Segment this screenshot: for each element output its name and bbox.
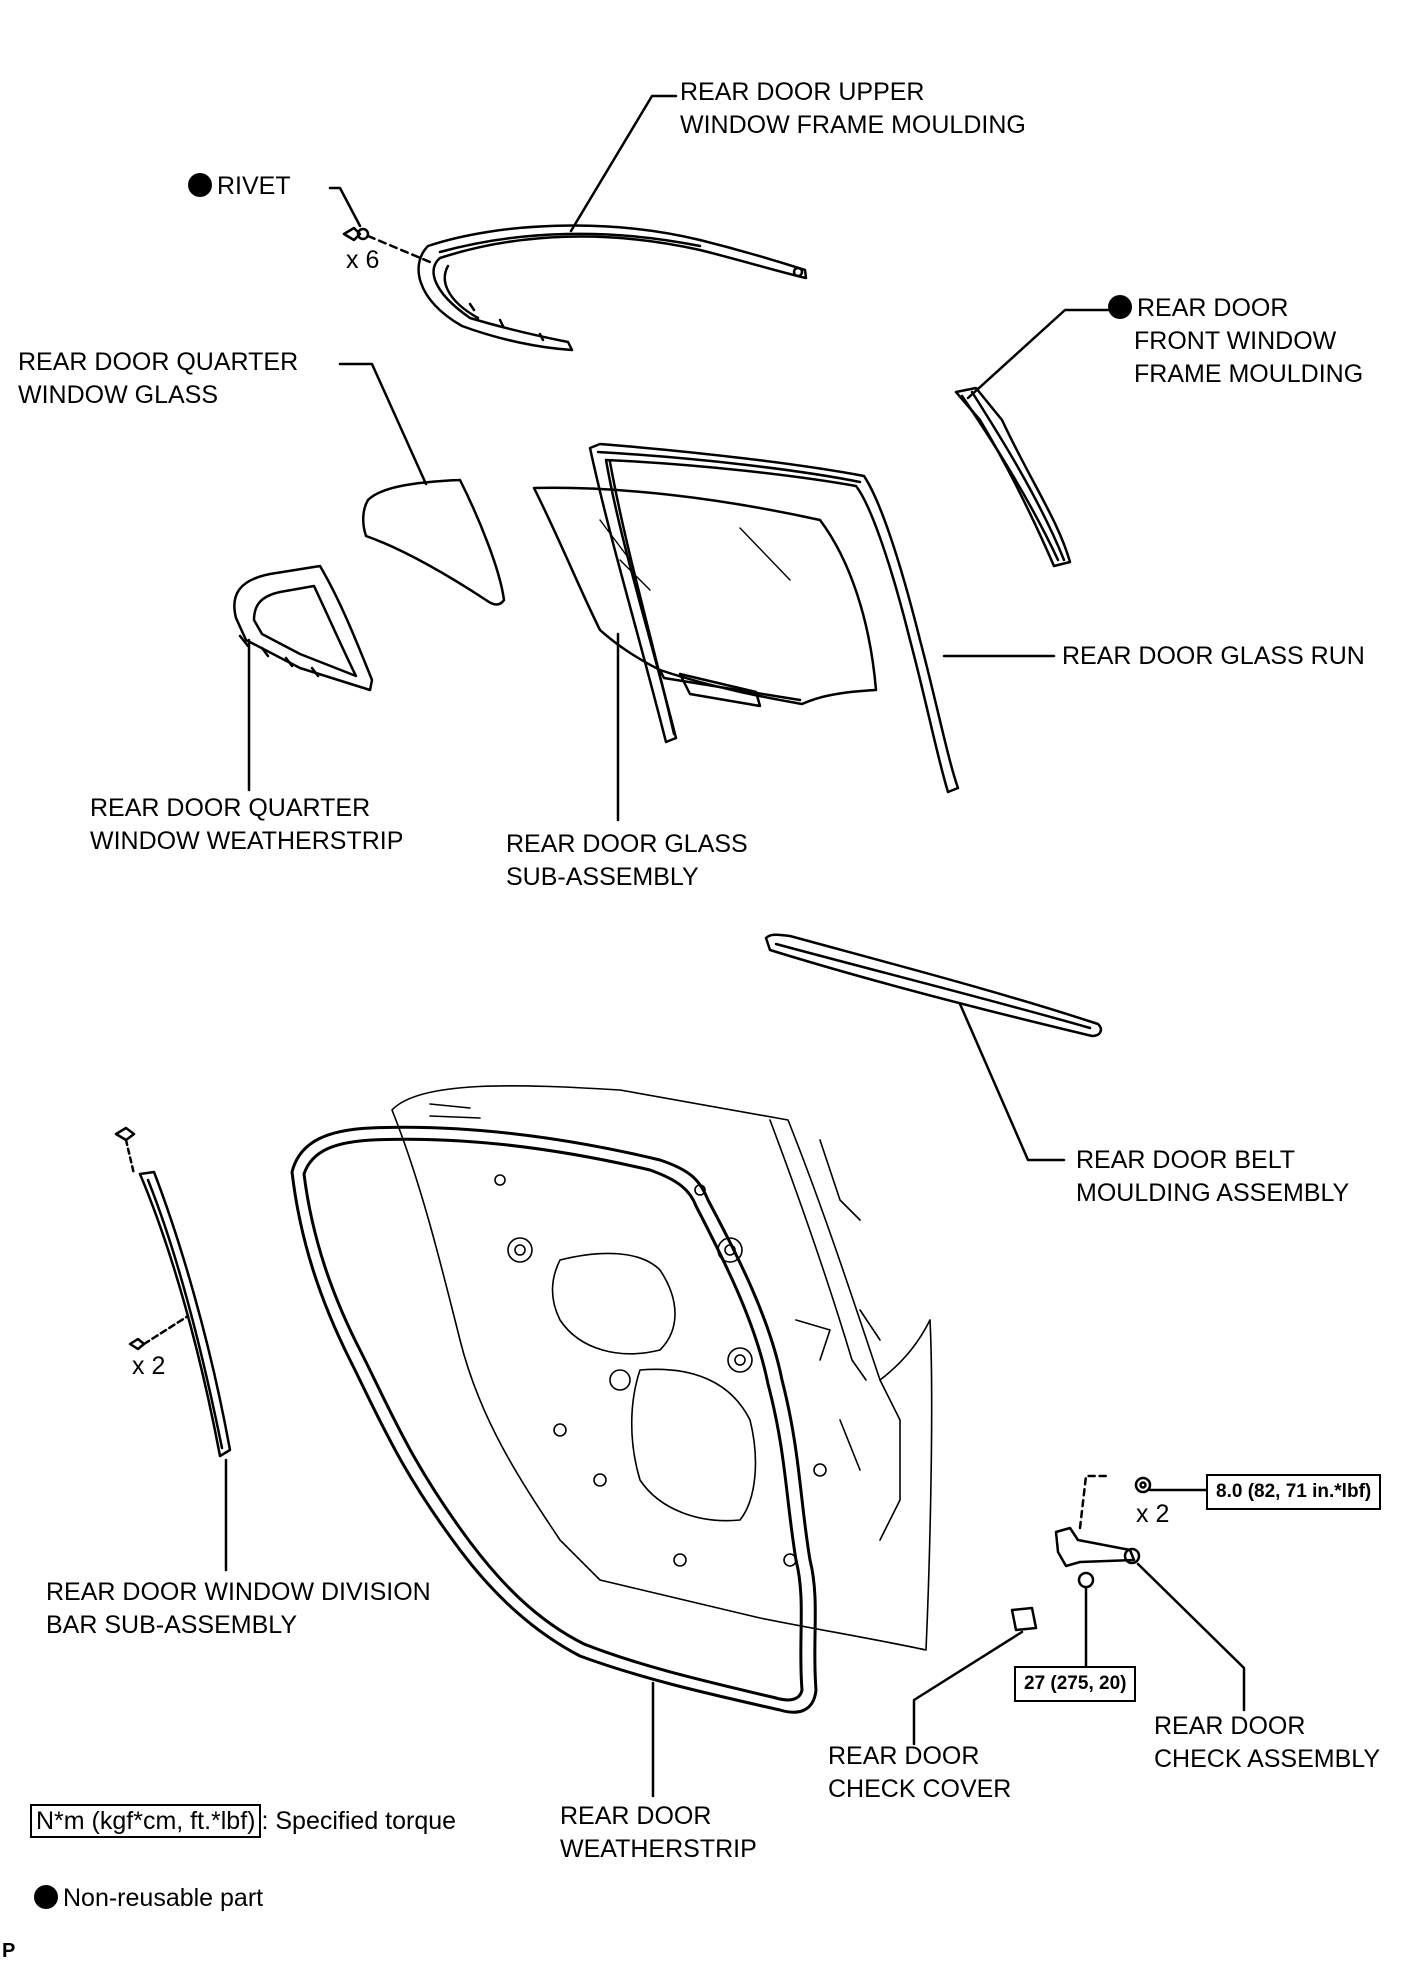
check-nut-quantity: x 2 <box>1136 1500 1170 1528</box>
door-panel <box>391 1084 933 1651</box>
division-bar-quantity: x 2 <box>132 1352 166 1380</box>
check-nut-torque: 8.0 (82, 71 in.*lbf) <box>1206 1474 1382 1510</box>
non-reusable-dot-icon <box>34 1885 58 1909</box>
upper-window-frame-moulding <box>417 224 808 352</box>
torque-legend-text: : Specified torque <box>261 1807 457 1835</box>
check-assembly-leader <box>1136 1562 1246 1712</box>
check-cover-leader <box>912 1630 1024 1746</box>
check-bolt-torque: 27 (275, 20) <box>1014 1666 1137 1702</box>
check-cover-label: REAR DOOR CHECK COVER <box>828 1742 1012 1803</box>
check-assembly-label: REAR DOOR CHECK ASSEMBLY <box>1154 1712 1381 1773</box>
quarter-weatherstrip-label: REAR DOOR QUARTER WINDOW WEATHERSTRIP <box>90 794 404 855</box>
rivet-quantity: x 6 <box>346 246 380 274</box>
belt-moulding <box>764 933 1103 1038</box>
quarter-window-glass <box>362 478 506 606</box>
belt-moulding-label: REAR DOOR BELT MOULDING ASSEMBLY <box>1076 1146 1350 1207</box>
weatherstrip-label: REAR DOOR WEATHERSTRIP <box>560 1802 757 1863</box>
rivet-label: RIVET <box>188 170 291 203</box>
upper-moulding-label: REAR DOOR UPPER WINDOW FRAME MOULDING <box>680 78 1026 139</box>
non-reusable-dot-icon <box>1108 295 1132 319</box>
quarter-glass-leader <box>338 362 428 486</box>
torque-legend: N*m (kgf*cm, ft.*lbf): Specified torque <box>30 1804 456 1838</box>
quarter-glass-label: REAR DOOR QUARTER WINDOW GLASS <box>18 348 299 409</box>
upper-moulding-leader <box>569 94 678 233</box>
glass-sub-assembly-label: REAR DOOR GLASS SUB-ASSEMBLY <box>506 830 748 891</box>
rivet-icon <box>328 186 432 264</box>
window-division-bar <box>114 1126 232 1458</box>
glass-run <box>588 442 960 794</box>
rear-door-glass <box>532 486 878 708</box>
front-moulding-leader <box>966 308 1110 400</box>
front-window-frame-moulding <box>954 386 1072 568</box>
non-reusable-dot-icon <box>188 173 212 197</box>
division-bar-label: REAR DOOR WINDOW DIVISION BAR SUB-ASSEMB… <box>46 1578 431 1639</box>
corner-mark: P <box>2 1940 16 1962</box>
belt-moulding-leader <box>958 1002 1066 1162</box>
front-moulding-label: REAR DOOR FRONT WINDOW FRAME MOULDING <box>1108 292 1363 391</box>
glass-run-label: REAR DOOR GLASS RUN <box>1062 642 1365 670</box>
check-cover <box>1010 1606 1038 1632</box>
non-reusable-legend: Non-reusable part <box>34 1882 263 1915</box>
torque-legend-box: N*m (kgf*cm, ft.*lbf) <box>30 1804 262 1838</box>
quarter-window-weatherstrip <box>233 564 374 692</box>
door-weatherstrip <box>290 1125 818 1714</box>
rear-door-check <box>1054 1474 1152 1589</box>
